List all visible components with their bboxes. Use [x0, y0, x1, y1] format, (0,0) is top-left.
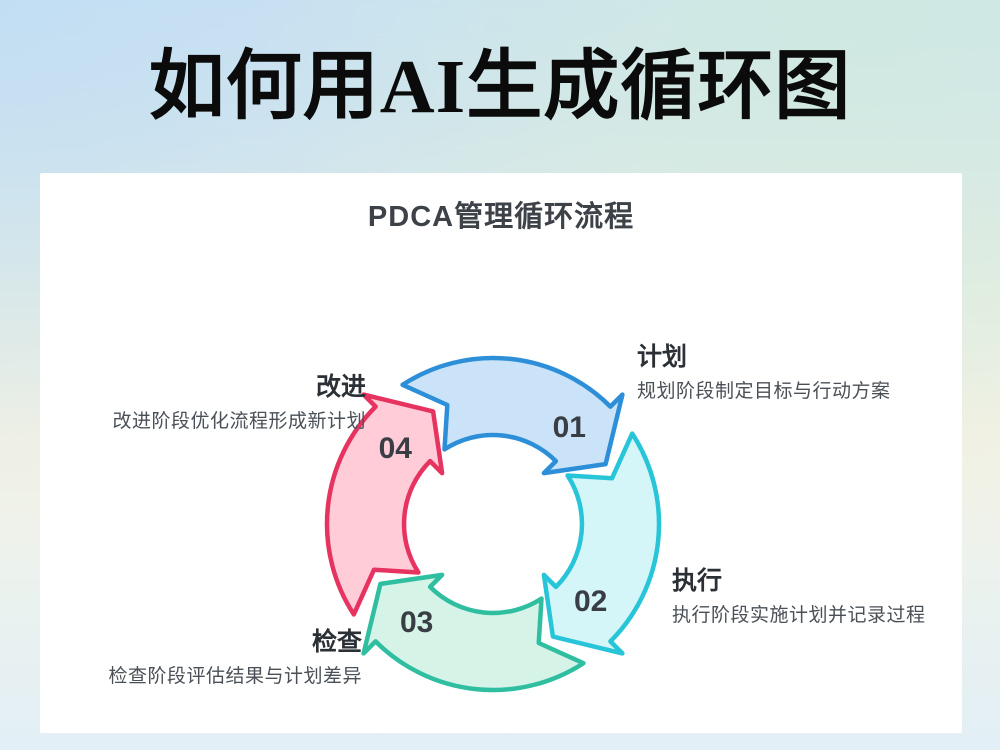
diagram-title: PDCA管理循环流程	[367, 201, 635, 233]
stage-desc-do: 执行阶段实施计划并记录过程	[672, 604, 926, 626]
stage-number-01: 01	[553, 411, 586, 444]
stage-arrow-03	[361, 572, 586, 693]
stage-label-act: 改进 改进阶段优化流程形成新计划	[112, 373, 366, 434]
stage-desc-act: 改进阶段优化流程形成新计划	[112, 410, 366, 432]
stage-number-02: 02	[574, 585, 607, 618]
stage-desc-check: 检查阶段评估结果与计划差异	[108, 665, 362, 687]
stage-label-do: 执行 执行阶段实施计划并记录过程	[672, 567, 926, 628]
stage-arrow-01	[400, 355, 625, 476]
stage-name-check: 检查	[311, 628, 362, 656]
stage-desc-plan: 规划阶段制定目标与行动方案	[637, 380, 891, 402]
stage-arrow-02	[541, 431, 662, 656]
stage-name-do: 执行	[672, 567, 723, 595]
stage-number-03: 03	[400, 606, 433, 639]
stage-label-check: 检查 检查阶段评估结果与计划差异	[108, 628, 362, 689]
stage-arrow-04	[324, 392, 445, 617]
cycle-diagram: 01 02 03 04	[324, 355, 662, 693]
stage-name-plan: 计划	[637, 343, 688, 371]
stage-number-04: 04	[379, 432, 413, 465]
stage-label-plan: 计划 规划阶段制定目标与行动方案	[637, 343, 891, 404]
content-card: PDCA管理循环流程 01 02 03 04 计划 规划阶段制定目标与行动方案 执行 …	[40, 173, 962, 733]
stage-name-act: 改进	[315, 373, 366, 401]
page-title: 如何用AI生成循环图	[148, 45, 852, 129]
